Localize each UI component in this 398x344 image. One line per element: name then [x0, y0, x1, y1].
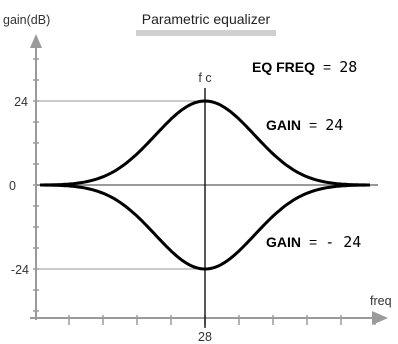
cut-curve: [40, 183, 370, 271]
fc-label: f c: [198, 71, 211, 85]
x-axis-label: freq: [370, 294, 392, 308]
y-tick-label-0: 0: [9, 179, 16, 193]
chart-title: Parametric equalizer: [142, 11, 271, 27]
boost-curve: [40, 99, 370, 187]
eq-freq-readout: EQ FREQ = 28: [252, 58, 357, 76]
gain-positive-equals: =: [309, 117, 317, 133]
y-tick-label-24: 24: [14, 95, 28, 109]
gain-positive-readout: GAIN = 24: [266, 116, 343, 134]
y-axis-label: gain(dB): [3, 13, 50, 27]
eq-freq-label: EQ FREQ: [252, 59, 315, 75]
gain-negative-value: - 24: [325, 233, 361, 251]
gain-negative-equals: =: [309, 234, 317, 250]
y-tick-label-minus-24: -24: [11, 263, 29, 277]
gain-positive-label: GAIN: [266, 117, 301, 133]
gain-negative-readout: GAIN = - 24: [266, 233, 361, 251]
gain-positive-value: 24: [325, 116, 343, 134]
gain-negative-label: GAIN: [266, 234, 301, 250]
x-axis-arrow: [372, 311, 388, 325]
fc-tick-label: 28: [198, 330, 212, 344]
title-underline: [136, 30, 276, 36]
eq-freq-value: 28: [339, 58, 357, 76]
y-axis-ticks: [33, 58, 39, 312]
x-axis-ticks: [68, 315, 376, 325]
eq-freq-equals: =: [323, 59, 331, 75]
y-axis-arrow: [30, 34, 42, 48]
